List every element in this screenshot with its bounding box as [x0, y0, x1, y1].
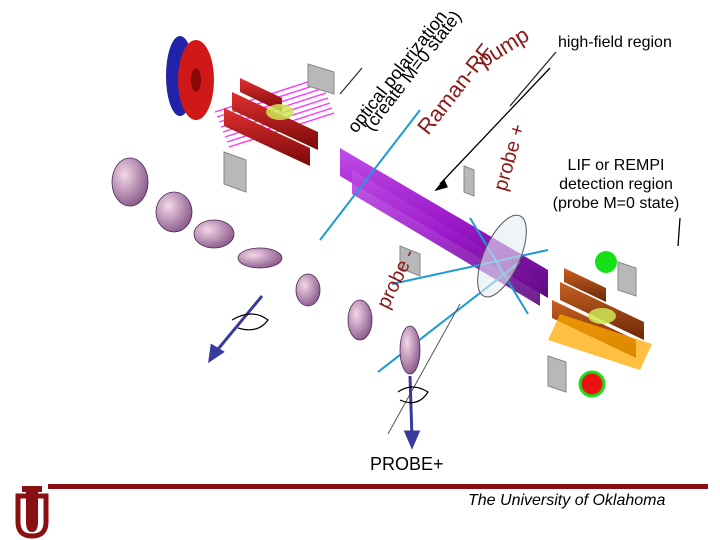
plate-right: [617, 261, 637, 297]
plate-low: [399, 245, 421, 277]
upper-electrodes: [224, 78, 318, 166]
footer-bar: [48, 484, 708, 489]
orbital-shapes: [111, 157, 421, 375]
polarizer-disc: [166, 36, 214, 120]
label-high-field-region: high-field region: [558, 34, 672, 51]
lif-line-3: (probe M=0 state): [552, 195, 680, 212]
lif-line-1: LIF or REMPI: [567, 157, 665, 174]
raman-rf-window: [477, 214, 527, 298]
plate-mid: [463, 165, 475, 197]
detection-marker-red: [578, 370, 606, 398]
detection-marker-green: [595, 251, 617, 273]
ou-logo-icon: [15, 486, 49, 539]
label-probe-plus-caption: PROBE+: [370, 454, 444, 474]
plate-bottom: [547, 355, 567, 393]
plate-upper: [307, 63, 335, 95]
university-name: The University of Oklahoma: [468, 492, 666, 509]
rotation-arrows: [208, 295, 429, 450]
lower-electrodes: [548, 268, 652, 370]
plate-lower: [223, 151, 247, 193]
label-detection-region: LIF or REMPI detection region (probe M=0…: [540, 156, 692, 213]
pointer-lines: [339, 51, 681, 435]
label-probe-plus: probe +: [490, 122, 530, 194]
lif-line-2: detection region: [559, 176, 673, 193]
